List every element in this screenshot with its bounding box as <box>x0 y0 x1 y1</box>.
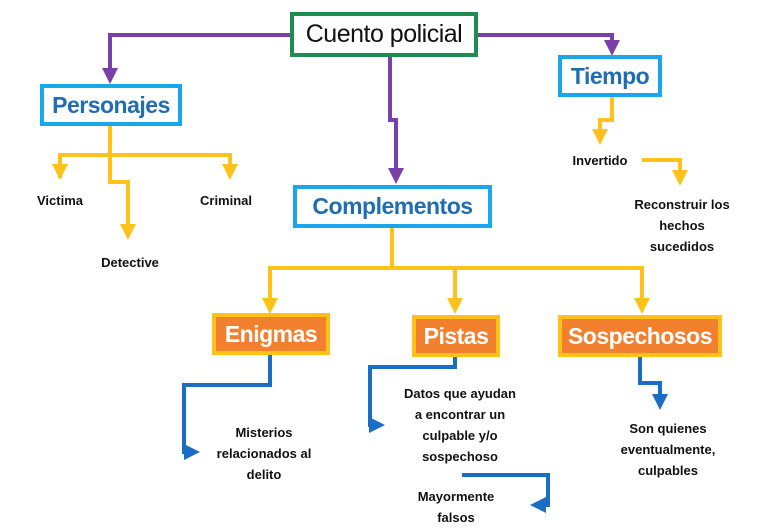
node-personajes: Personajes <box>40 84 182 126</box>
node-cuento-policial: Cuento policial <box>290 12 478 57</box>
text-line: Datos que ayudan <box>404 386 516 401</box>
node-label: Personajes <box>52 91 170 118</box>
text-line: Mayormente <box>417 489 495 504</box>
arrow-reconstruir <box>642 158 688 186</box>
text-line: Son quienes <box>629 421 707 436</box>
text-line: sucedidos <box>649 239 715 254</box>
arrow-root-tiempo <box>478 33 620 56</box>
text-line: eventualmente, <box>620 442 716 457</box>
node-label: Sospechosos <box>567 322 713 349</box>
text-line: relacionados al <box>216 446 312 461</box>
arrow-pistas-detail <box>368 357 457 433</box>
node-pistas: Pistas <box>412 315 500 357</box>
label-reconstruir: Reconstruir los hechos sucedidos <box>634 194 729 257</box>
arrow-victima <box>58 153 238 180</box>
arrow-root-complementos <box>388 57 404 184</box>
node-label: Complementos <box>312 193 473 219</box>
arrow-sospechosos-detail <box>638 357 668 410</box>
text-line: Misterios <box>235 425 293 440</box>
label-detective: Detective <box>101 255 159 270</box>
label-pistas-detail: Datos que ayudan a encontrar un culpable… <box>404 383 516 467</box>
line-personajes-stem <box>108 126 136 240</box>
label-criminal: Criminal <box>199 193 253 208</box>
arrow-pistas-extra <box>462 473 550 513</box>
label-victima: Victima <box>36 193 84 208</box>
label-invertido: Invertido <box>572 153 628 168</box>
arrow-enigmas-detail <box>182 355 272 460</box>
node-label: Cuento policial <box>305 20 463 48</box>
text-line: hechos <box>659 218 705 233</box>
label-enigmas-detail: Misterios relacionados al delito <box>217 422 312 485</box>
text-line: a encontrar un <box>414 407 506 422</box>
text-line: culpables <box>638 463 698 478</box>
node-complementos: Complementos <box>293 185 492 228</box>
text-line: falsos <box>437 510 475 525</box>
node-label: Enigmas <box>224 320 318 347</box>
node-sospechosos: Sospechosos <box>558 315 722 357</box>
node-tiempo: Tiempo <box>558 55 662 97</box>
arrow-root-personajes <box>102 33 292 84</box>
text-line: sospechoso <box>422 449 498 464</box>
text-line: culpable y/o <box>422 428 498 443</box>
text-line: Reconstruir los <box>634 197 730 212</box>
node-label: Pistas <box>423 322 489 349</box>
label-sospechosos-detail: Son quienes eventualmente, culpables <box>621 418 716 481</box>
node-enigmas: Enigmas <box>212 313 330 355</box>
text-line: delito <box>246 467 282 482</box>
arrow-invertido <box>592 97 614 145</box>
node-label: Tiempo <box>570 62 650 89</box>
label-pistas-extra: Mayormente falsos <box>418 486 495 528</box>
